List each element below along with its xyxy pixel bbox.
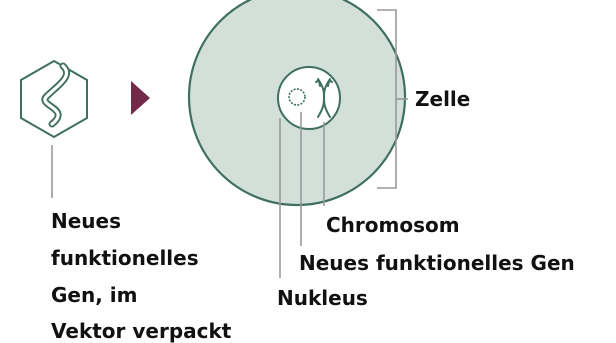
nucleus-label: Nukleus [277, 286, 368, 310]
vector-label-line-2: funktionelles [51, 246, 199, 270]
chromosome-label: Chromosom [326, 213, 460, 237]
new-gene-label: Neues funktionelles Gen [299, 251, 575, 275]
cell-label: Zelle [415, 87, 470, 111]
vector-label-line-1: Neues [51, 209, 121, 233]
vector-icon [21, 61, 87, 137]
vector-label-line-4: Vektor verpackt [51, 319, 232, 343]
nucleus-circle [278, 67, 340, 129]
arrow-right-icon [131, 81, 150, 115]
vector-label-line-3: Gen, im [51, 283, 137, 307]
